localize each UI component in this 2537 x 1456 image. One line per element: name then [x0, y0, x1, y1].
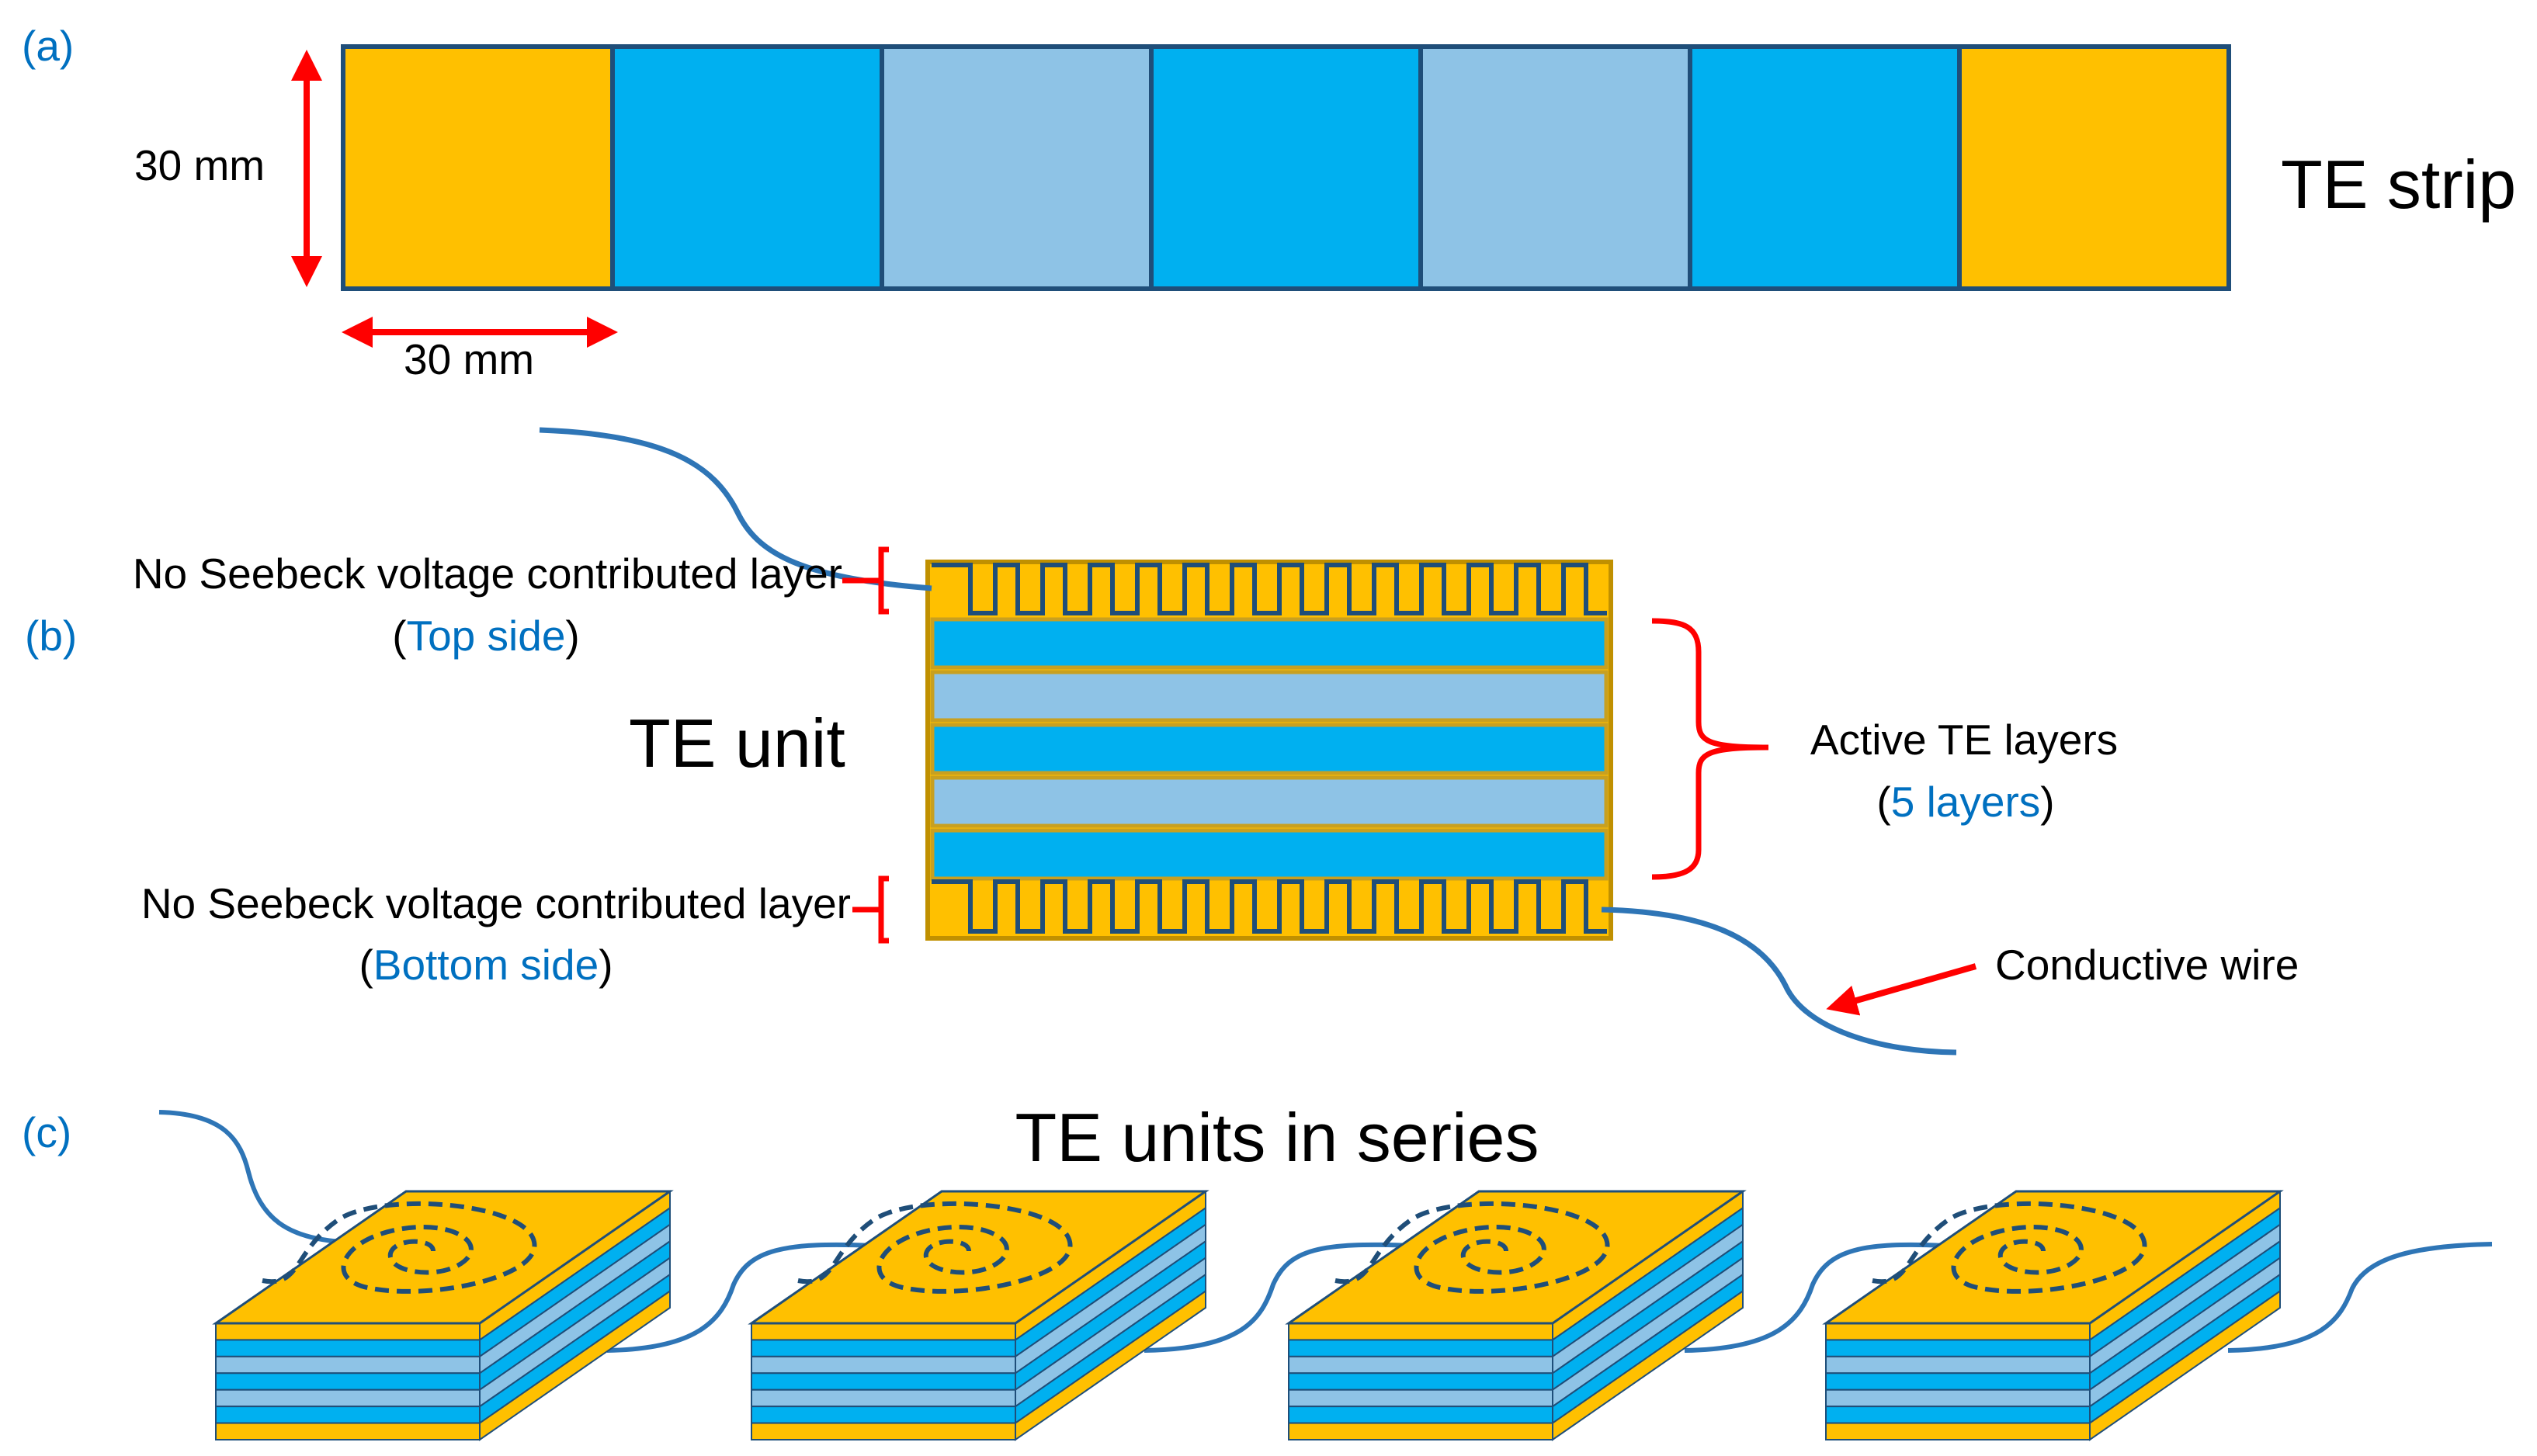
active-te-layer	[930, 617, 1609, 670]
block-top-face	[748, 1190, 1210, 1325]
block-front-layer	[1825, 1406, 2091, 1424]
te-unit-block	[1285, 1190, 1747, 1441]
block-top-face	[1285, 1190, 1747, 1325]
layer-count-label: (5 layers)	[1876, 778, 2054, 826]
block-front-layer	[215, 1355, 481, 1375]
te-unit-cross-section	[925, 560, 1613, 941]
active-te-layer	[930, 828, 1609, 881]
series-title: TE units in series	[1015, 1099, 1539, 1176]
block-spiral-wire	[797, 1201, 1073, 1294]
panel-b-label: (b)	[25, 612, 77, 660]
te-strip	[341, 44, 2231, 291]
block-front-layer	[751, 1323, 1016, 1341]
top-meander-wire	[932, 563, 1607, 615]
series-link-wire-3	[1684, 1242, 1945, 1353]
active-te-layer	[930, 775, 1609, 828]
block-front-layer	[1825, 1355, 2091, 1375]
strip-segment	[1688, 44, 1962, 291]
block-front-layer	[751, 1406, 1016, 1424]
strip-segment	[341, 44, 615, 291]
conductive-wire-arrow	[1826, 963, 1977, 1016]
block-front-layer	[215, 1406, 481, 1424]
block-front-layer	[1288, 1323, 1553, 1341]
active-layers-label: Active TE layers	[1810, 716, 2118, 764]
series-link-wire-2	[1144, 1242, 1414, 1353]
conductive-wire-label: Conductive wire	[1995, 941, 2299, 989]
te-unit-block	[748, 1190, 1210, 1441]
block-front-layer	[1825, 1422, 2091, 1440]
te-unit-title: TE unit	[629, 705, 845, 782]
strip-segment	[1957, 44, 2231, 291]
block-front-layer	[751, 1388, 1016, 1408]
block-front-layer	[1825, 1372, 2091, 1391]
bottom-layer-label: No Seebeck voltage contributed layer	[141, 879, 851, 927]
te-strip-title: TE strip	[2281, 146, 2516, 223]
panel-a-label: (a)	[22, 22, 74, 70]
block-front-layer	[1825, 1388, 2091, 1408]
active-te-layer	[930, 723, 1609, 775]
block-front-layer	[751, 1355, 1016, 1375]
block-front-layer	[1288, 1355, 1553, 1375]
te-unit-block	[1822, 1190, 2284, 1441]
block-front-layer	[751, 1339, 1016, 1357]
block-front-layer	[215, 1323, 481, 1341]
top-conductive-wire	[539, 427, 932, 591]
active-layers-bracket	[1651, 618, 1769, 880]
panel-c-label: (c)	[22, 1108, 71, 1156]
block-front-layer	[1288, 1388, 1553, 1408]
strip-segment	[1149, 44, 1423, 291]
top-side-word: Top side	[407, 612, 566, 660]
series-input-wire	[158, 1110, 342, 1244]
active-te-layer	[930, 670, 1609, 723]
te-unit-block	[212, 1190, 674, 1441]
block-top-face	[212, 1190, 674, 1325]
strip-segment	[610, 44, 884, 291]
layer-count-value: 5 layers	[1891, 778, 2041, 826]
bottom-meander-wire	[932, 879, 1607, 934]
top-layer-label: No Seebeck voltage contributed layer	[133, 549, 842, 598]
block-front-layer	[751, 1422, 1016, 1440]
block-top-face	[1822, 1190, 2284, 1325]
top-layer-bracket	[842, 546, 889, 615]
block-spiral-wire	[1872, 1201, 2147, 1294]
block-front-layer	[215, 1388, 481, 1408]
block-front-layer	[215, 1339, 481, 1357]
bottom-side-label: (Bottom side)	[359, 941, 613, 989]
te-units-series	[212, 1190, 2284, 1441]
block-front-layer	[751, 1372, 1016, 1391]
series-link-wire-1	[606, 1242, 874, 1353]
block-spiral-wire	[262, 1201, 537, 1294]
block-front-layer	[1288, 1422, 1553, 1440]
block-front-layer	[1825, 1323, 2091, 1341]
height-dimension-label: 30 mm	[134, 141, 265, 189]
block-spiral-wire	[1334, 1201, 1610, 1294]
block-front-layer	[1288, 1406, 1553, 1424]
strip-segment	[1418, 44, 1692, 291]
series-output-wire	[2227, 1242, 2493, 1353]
strip-segment	[880, 44, 1154, 291]
block-front-layer	[1288, 1339, 1553, 1357]
block-front-layer	[215, 1422, 481, 1440]
block-front-layer	[215, 1372, 481, 1391]
block-front-layer	[1288, 1372, 1553, 1391]
top-side-label: (Top side)	[392, 612, 580, 660]
bottom-conductive-wire	[1601, 907, 1957, 1056]
width-dimension-label: 30 mm	[404, 335, 534, 383]
bottom-side-word: Bottom side	[373, 941, 599, 989]
bottom-layer-bracket	[852, 875, 889, 944]
block-front-layer	[1825, 1339, 2091, 1357]
